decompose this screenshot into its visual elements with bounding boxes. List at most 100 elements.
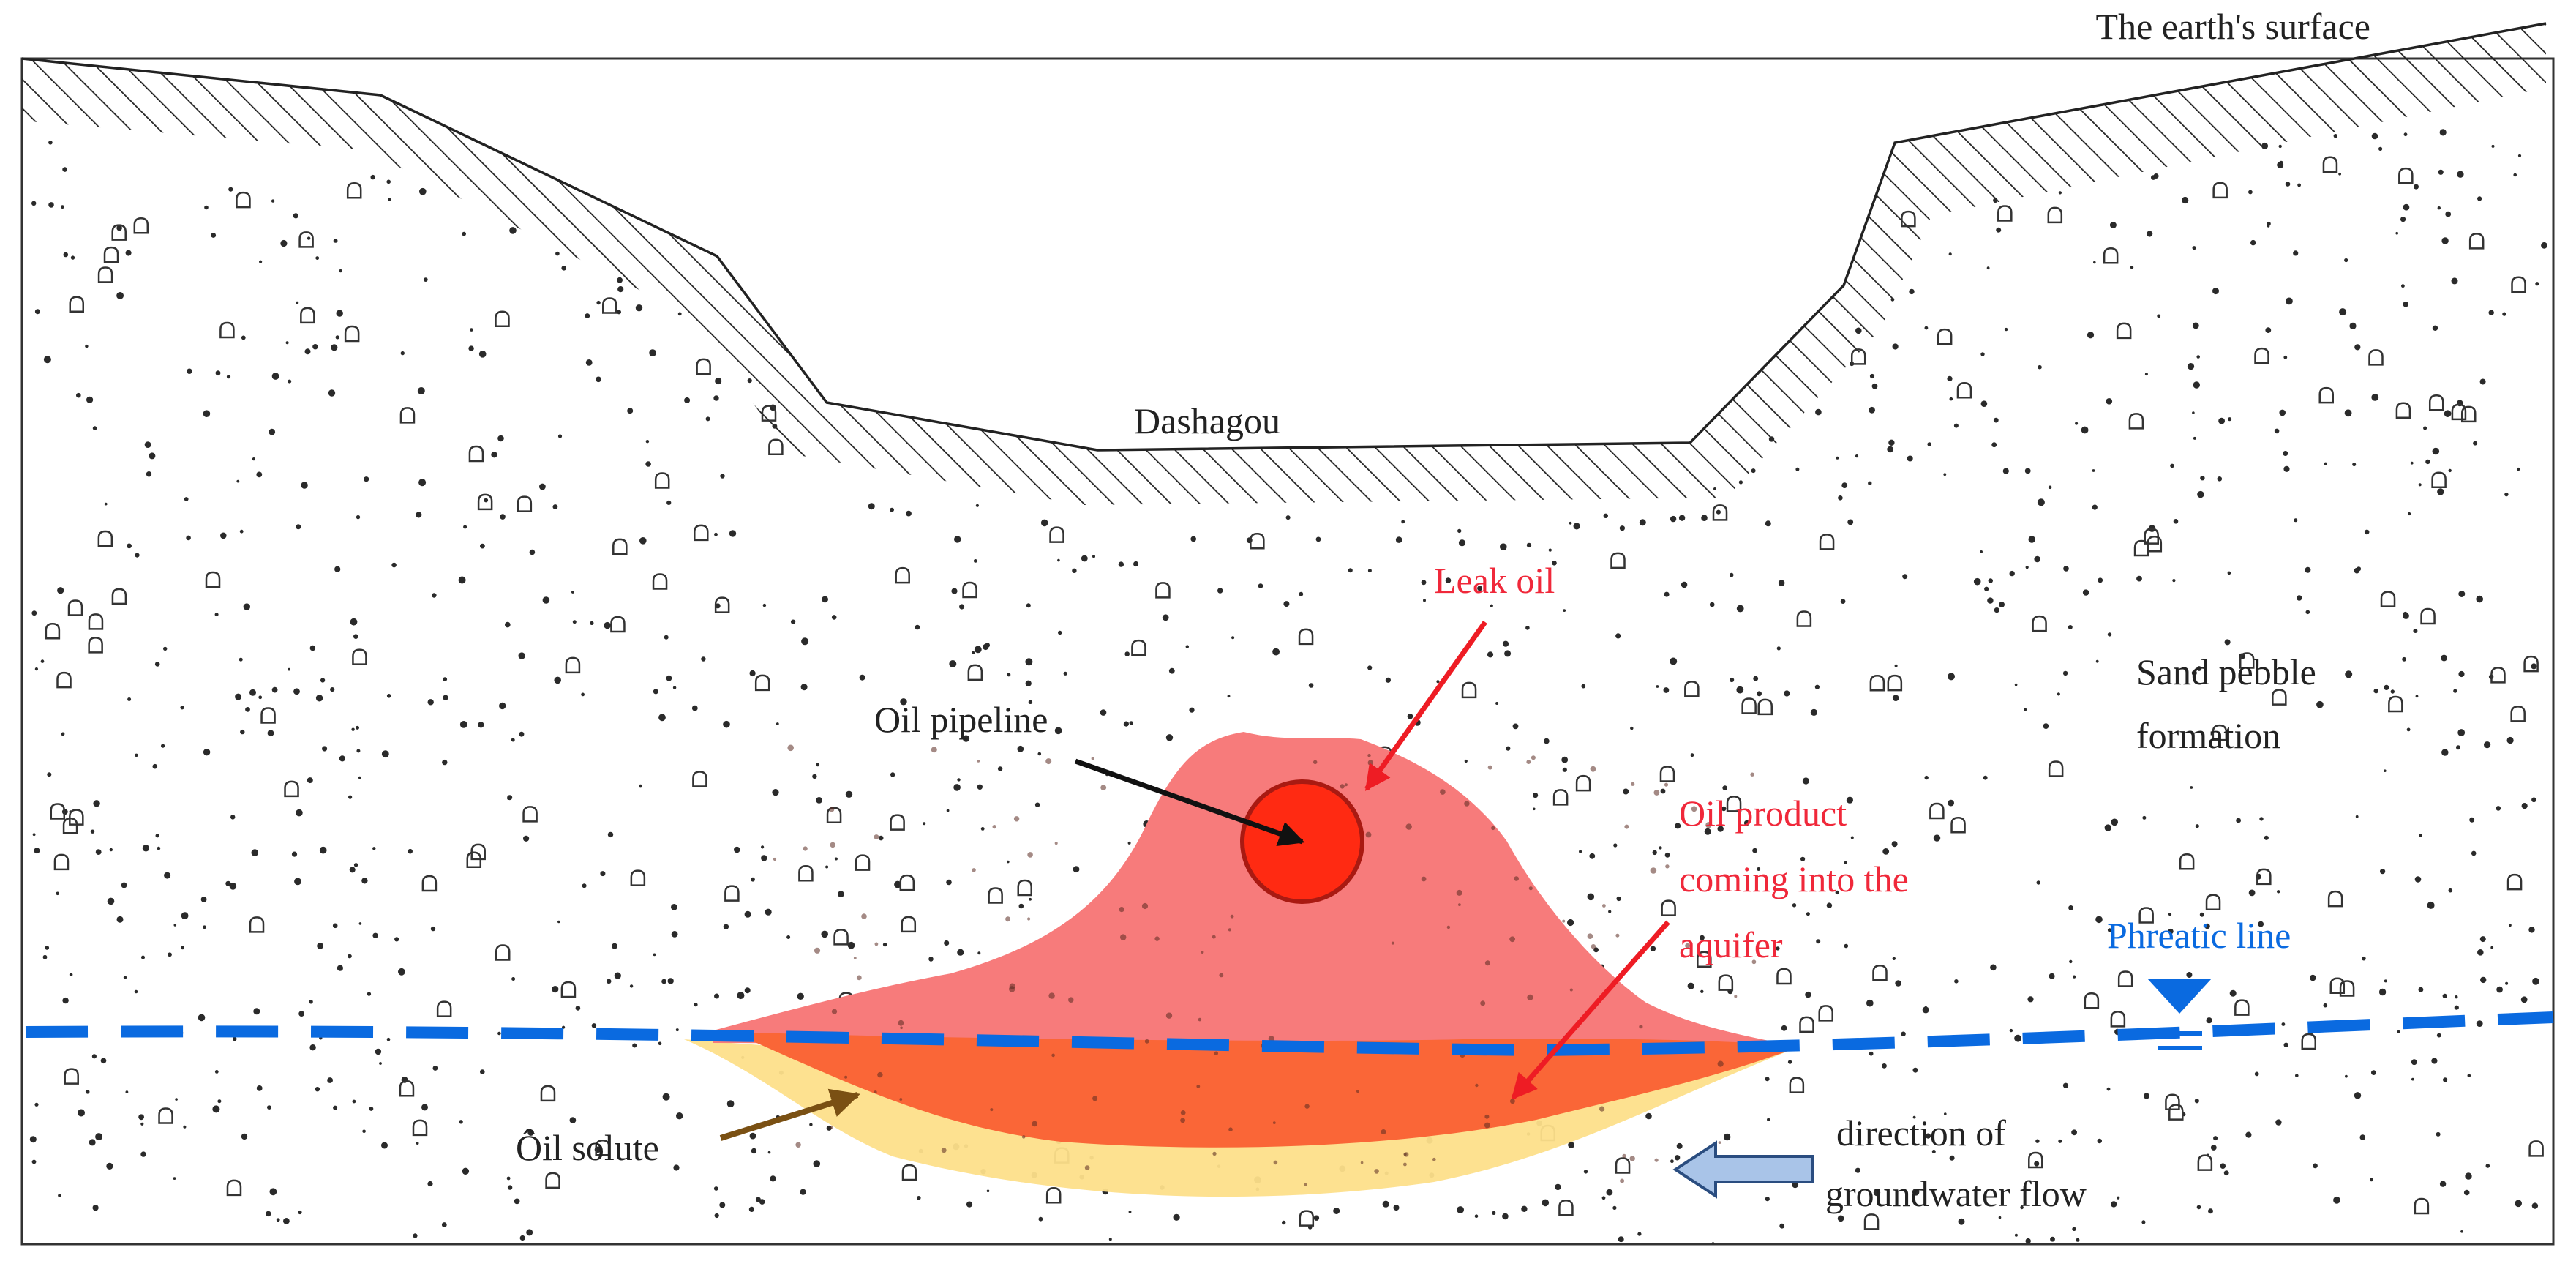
soil-speckle (2451, 277, 2458, 285)
soil-speckle (1912, 1189, 1920, 1196)
soil-speckle (649, 349, 656, 356)
soil-speckle (443, 695, 448, 700)
soil-speckle (1663, 687, 1670, 693)
pebble-mark (2490, 667, 2506, 684)
soil-speckle (2384, 979, 2387, 983)
pebble-mark (1741, 697, 1757, 714)
soil-speckle (29, 1136, 37, 1143)
soil-speckle (653, 689, 658, 695)
soil-speckle (2505, 981, 2509, 985)
soil-speckle (2378, 988, 2387, 996)
soil-speckle (1717, 826, 1724, 832)
soil-speckle (561, 266, 566, 271)
soil-speckle (353, 634, 358, 639)
soil-speckle (505, 621, 511, 628)
soil-speckle (2223, 1170, 2229, 1176)
soil-speckle (1681, 581, 1688, 588)
soil-speckle (2196, 355, 2200, 359)
pebble-mark (901, 916, 917, 933)
soil-speckle (1054, 727, 1062, 735)
soil-speckle (339, 269, 342, 273)
soil-speckle (2286, 297, 2293, 305)
soil-speckle (1841, 482, 1848, 488)
soil-speckle (2283, 465, 2290, 472)
soil-speckle (2182, 196, 2189, 204)
soil-speckle (1619, 525, 1625, 531)
soil-speckle (91, 1054, 97, 1059)
pebble-mark (1712, 504, 1728, 521)
soil-speckle (251, 849, 259, 856)
soil-speckle (2028, 536, 2035, 543)
soil-speckle (882, 942, 887, 947)
soil-speckle (1767, 1118, 1770, 1122)
soil-speckle (1217, 588, 1223, 594)
pebble-mark (1552, 789, 1569, 806)
soil-speckle (2283, 451, 2288, 456)
pebble-mark (1956, 382, 1972, 399)
plume-speckle (1045, 758, 1052, 765)
soil-speckle (2048, 485, 2052, 490)
soil-speckle (271, 199, 275, 203)
soil-speckle (296, 524, 301, 530)
soil-speckle (507, 796, 511, 800)
soil-speckle (95, 849, 102, 855)
pebble-mark (1558, 1199, 1574, 1216)
soil-speckle (604, 621, 611, 629)
plume-speckle (1367, 760, 1374, 766)
pebble-mark (768, 438, 784, 455)
pebble-mark (798, 864, 814, 882)
soil-speckle (519, 731, 525, 737)
pebble-mark (901, 1164, 917, 1181)
soil-speckle (1882, 848, 1890, 855)
pebble-mark (2032, 615, 2047, 632)
oil-product-label-line3: aquifer (1679, 924, 1783, 965)
pebble-mark (654, 472, 670, 489)
plume-speckle (1624, 824, 1629, 829)
soil-speckle (2213, 1136, 2218, 1141)
earth-surface-line (21, 22, 2547, 452)
soil-speckle (1544, 738, 1550, 744)
soil-speckle (1118, 561, 1124, 567)
soil-speckle (2457, 729, 2466, 736)
plume-speckle (1484, 960, 1490, 966)
soil-speckle (2075, 422, 2079, 425)
soil-speckle (1073, 866, 1080, 873)
pebble-mark (1789, 1077, 1805, 1093)
soil-speckle (2313, 1163, 2318, 1169)
soil-speckle (2195, 824, 2199, 828)
soil-speckle (2371, 132, 2378, 140)
soil-speckle (1348, 568, 1353, 573)
pebble-mark (64, 1068, 79, 1085)
soil-speckle (2277, 890, 2280, 894)
pebble-mark (412, 1119, 428, 1137)
soil-speckle (1736, 686, 1744, 694)
soil-speckle (2136, 575, 2142, 582)
soil-speckle (256, 471, 263, 478)
soil-speckle (1948, 799, 1955, 807)
soil-speckle (1315, 536, 1321, 542)
soil-speckle (2265, 327, 2272, 333)
soil-speckle (152, 763, 158, 769)
soil-speckle (749, 670, 756, 677)
soil-speckle (140, 1122, 144, 1126)
soil-speckle (951, 588, 958, 594)
soil-speckle (1751, 468, 1756, 474)
soil-speckle (198, 1014, 206, 1022)
soil-speckle (658, 1041, 662, 1046)
soil-speckle (85, 1090, 90, 1094)
plume-speckle (795, 1142, 801, 1148)
soil-speckle (1477, 586, 1483, 591)
soil-speckle (45, 946, 50, 950)
soil-speckle (1464, 759, 1468, 763)
soil-speckle (123, 976, 127, 979)
plume-speckle (972, 868, 976, 872)
soil-speckle (1826, 902, 1833, 908)
soil-speckle (125, 250, 132, 256)
plume-speckle (1120, 934, 1127, 940)
soil-speckle (269, 1188, 277, 1196)
soil-speckle (416, 1142, 419, 1145)
soil-speckle (552, 504, 558, 509)
soil-speckle (2448, 888, 2453, 893)
soil-speckle (617, 277, 623, 283)
